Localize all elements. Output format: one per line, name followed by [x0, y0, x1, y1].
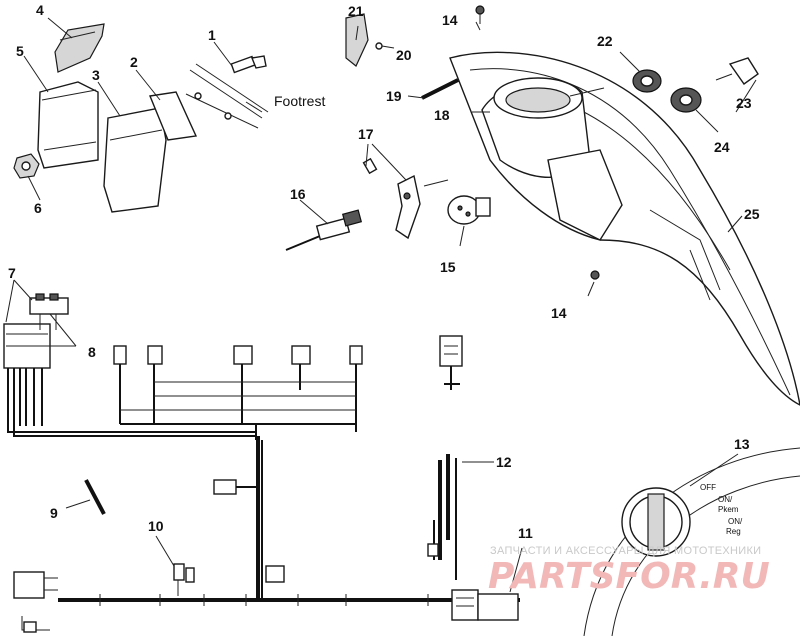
trunk-vertical — [213, 436, 285, 600]
part-13-ignition-switch — [621, 487, 691, 557]
callout-9: 9 — [50, 505, 58, 521]
callout-22: 22 — [597, 33, 613, 49]
callout-4: 4 — [36, 2, 44, 18]
part-11-connector — [451, 589, 519, 621]
part-18-reflector-housing — [481, 77, 623, 241]
callout-25: 25 — [744, 206, 760, 222]
part-21-bracket — [345, 13, 369, 67]
bottom-harness — [13, 571, 520, 633]
callout-14-top: 14 — [442, 12, 458, 28]
part-16-sensor — [285, 209, 363, 251]
part-5-module — [37, 81, 99, 169]
callout-16: 16 — [290, 186, 306, 202]
callout-8: 8 — [88, 344, 96, 360]
main-harness-lines — [7, 314, 256, 437]
part-22-grommet — [632, 69, 662, 93]
callout-5: 5 — [16, 43, 24, 59]
part-9-strap — [84, 479, 106, 515]
part-10-connector — [173, 563, 195, 596]
callout-7: 7 — [8, 265, 16, 281]
part-20-screw — [375, 42, 383, 50]
part-23-bulb — [715, 57, 759, 85]
part-3-relay — [103, 107, 167, 213]
callout-21: 21 — [348, 3, 364, 19]
part-19-wire-clip — [421, 78, 459, 100]
callout-23: 23 — [736, 95, 752, 111]
part-7-connector — [29, 293, 69, 315]
washer — [194, 92, 202, 100]
callout-3: 3 — [92, 67, 100, 83]
callout-13: 13 — [734, 436, 750, 452]
part-14-screw-top — [475, 5, 485, 24]
part-4-bracket — [54, 23, 105, 73]
callout-20: 20 — [396, 47, 412, 63]
part-24-grommet — [670, 87, 702, 113]
callout-14-bottom: 14 — [551, 305, 567, 321]
switch-on1-label: ON/ — [718, 495, 733, 504]
callout-2: 2 — [130, 54, 138, 70]
leader-lines — [5, 17, 757, 593]
callout-19: 19 — [386, 88, 402, 104]
part-6-nut — [13, 153, 40, 179]
callout-6: 6 — [34, 200, 42, 216]
part-14-screw-bottom — [590, 270, 600, 280]
callout-24: 24 — [714, 139, 730, 155]
switch-on2-sub: Reg — [726, 527, 741, 536]
callout-17: 17 — [358, 126, 374, 142]
dash-panel — [583, 447, 800, 636]
switch-off-label: OFF — [700, 483, 716, 492]
part-8-connectors — [113, 345, 363, 440]
watermark-logo: PARTSFOR.RU — [488, 556, 770, 597]
part-2-plate — [149, 91, 198, 141]
callout-18: 18 — [434, 107, 450, 123]
switch-on2-label: ON/ — [728, 517, 743, 526]
part-1-bolt — [230, 55, 267, 74]
callout-15: 15 — [440, 259, 456, 275]
footrest-label: Footrest — [274, 93, 325, 109]
callout-10: 10 — [148, 518, 164, 534]
callout-1: 1 — [208, 27, 216, 43]
part-12-harness — [427, 335, 463, 580]
callout-12: 12 — [496, 454, 512, 470]
washer — [224, 112, 232, 120]
callout-11: 11 — [518, 525, 533, 541]
switch-on1-sub: Pkem — [718, 505, 739, 514]
watermark-caption: ЗАПЧАСТИ И АКСЕССУАРЫ ДЛЯ МОТОТЕХНИКИ — [490, 545, 761, 557]
part-17-switch-lever — [362, 157, 421, 240]
part-15-socket — [447, 195, 491, 225]
